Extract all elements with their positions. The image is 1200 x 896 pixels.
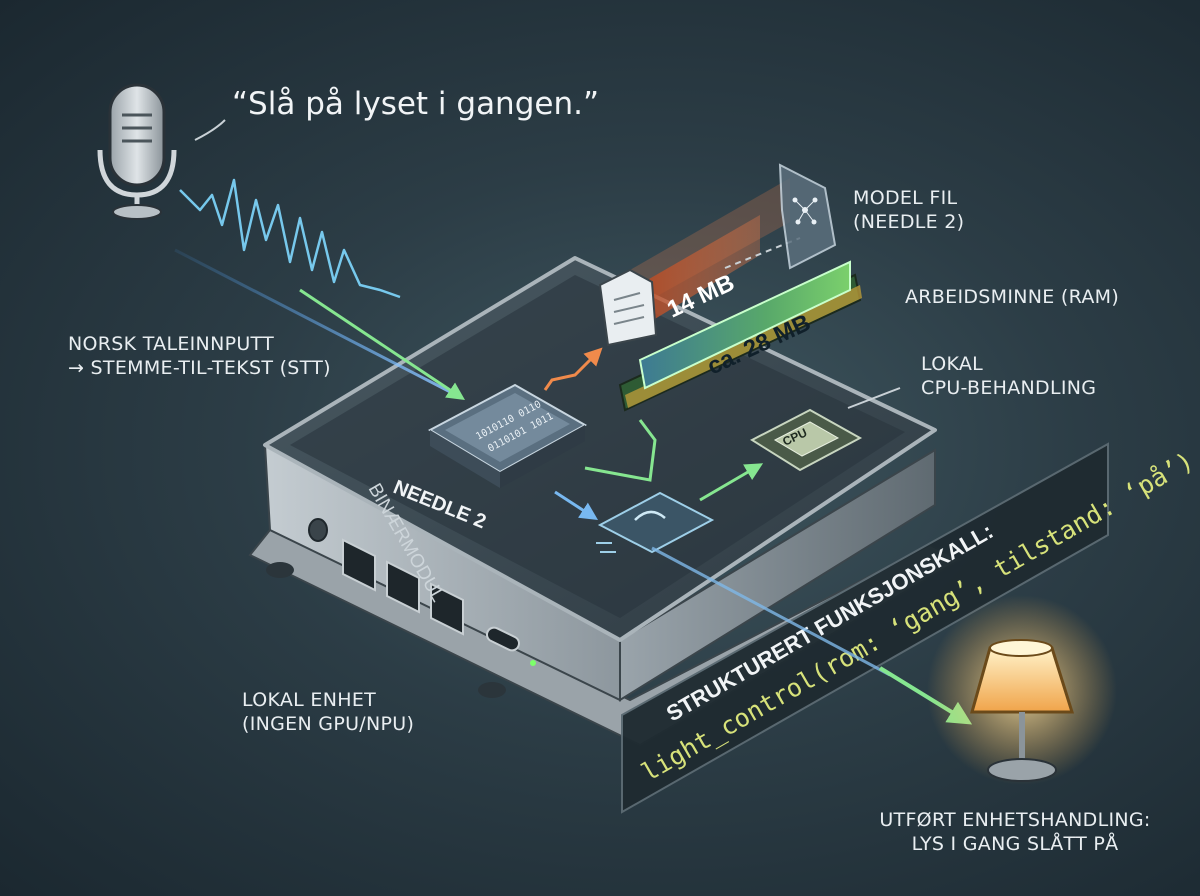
function-call-icon (596, 491, 715, 554)
network-icon (778, 163, 837, 270)
device-label-line2: (INGEN GPU/NPU) (242, 713, 415, 735)
action-label-line1: UTFØRT ENHETSHANDLING: (879, 809, 1151, 831)
ram-link (584, 419, 657, 482)
input-label: NORSK TALEINNPUTT → STEMME-TIL-TEKST (ST… (68, 332, 331, 380)
input-label-line1: NORSK TALEINNPUTT (68, 333, 275, 355)
model-file-label-line1: MODEL FIL (853, 187, 958, 209)
model-file-label-line2: (NEEDLE 2) (853, 211, 965, 233)
model-file-banner: 14 MB (598, 163, 837, 347)
usb-c-port-icon (486, 626, 520, 652)
voice-command-quote: “Slå på lyset i gangen.” (232, 86, 600, 122)
lamp-icon (927, 595, 1117, 785)
mount-hole (266, 562, 294, 578)
ram-module: ca. 28 MB (618, 260, 862, 412)
cpu-label: LOKAL CPU-BEHANDLING (921, 352, 1096, 400)
action-label: UTFØRT ENHETSHANDLING: LYS I GANG SLÅTT … (870, 808, 1160, 856)
ethernet-port-icon (342, 538, 464, 636)
model-load-arrow (543, 347, 603, 391)
model-file-label: MODEL FIL (NEEDLE 2) (853, 186, 964, 234)
chip-to-function-arrow (554, 490, 599, 520)
function-to-cpu-arrow (699, 463, 764, 502)
cpu-leader (847, 387, 901, 409)
input-label-line2: → STEMME-TIL-TEKST (STT) (68, 357, 331, 379)
chip-icon: 1010110 0110 0110101 1011 (427, 383, 588, 488)
device-label-line1: LOKAL ENHET (242, 689, 377, 711)
mount-hole (478, 682, 506, 698)
local-device (248, 256, 963, 747)
cpu-label-line2: CPU-BEHANDLING (921, 377, 1097, 399)
speech-tick (194, 119, 226, 141)
cpu-label-line1: LOKAL (921, 353, 984, 375)
sound-wave (179, 178, 401, 299)
device-label: LOKAL ENHET (INGEN GPU/NPU) (242, 688, 414, 736)
status-led (530, 660, 536, 666)
input-arrow (299, 288, 465, 400)
cpu-icon: CPU (749, 408, 863, 472)
ram-label-line1: ARBEIDSMINNE (RAM) (905, 286, 1120, 308)
document-icon (598, 268, 658, 347)
input-arrow-line (174, 248, 463, 400)
ram-label: ARBEIDSMINNE (RAM) (905, 285, 1119, 309)
power-button (308, 518, 328, 542)
output-beam (651, 546, 891, 677)
action-label-line2: LYS I GANG SLÅTT PÅ (911, 833, 1119, 855)
microphone-icon (97, 83, 177, 220)
